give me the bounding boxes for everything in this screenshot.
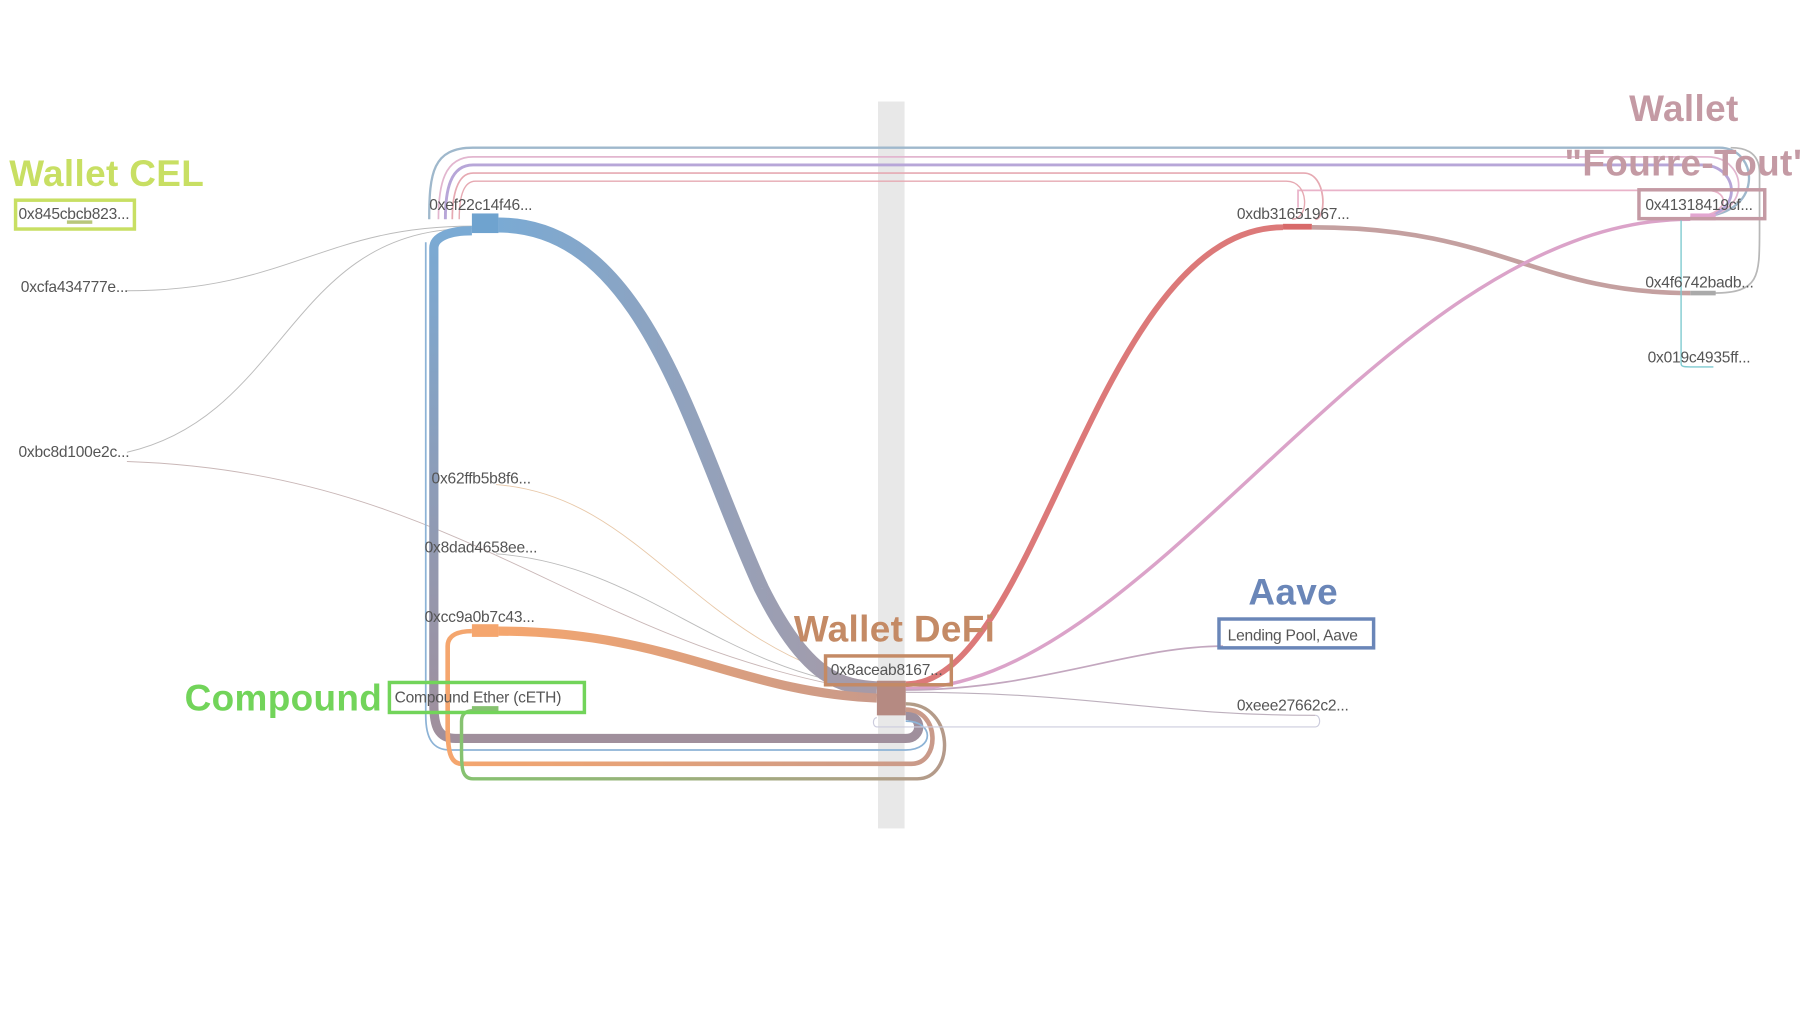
node-label-cc9a[interactable]: 0xcc9a0b7c43... [424, 608, 535, 626]
node-ceth-bar[interactable] [471, 706, 499, 714]
group-title-wallet-fourre-tout-line1: Wallet [1629, 87, 1739, 130]
flow-8dad-to-8ace [496, 553, 877, 690]
node-cc9a-bar[interactable] [471, 624, 499, 637]
flow-cc9a-to-8ace [498, 626, 878, 703]
flow-41318-to-019c [1680, 219, 1714, 368]
flow-cfa-to-ef22 [126, 225, 472, 292]
flow-loop-3 [443, 163, 1733, 220]
node-label-41318[interactable]: 0x41318419cf... [1645, 196, 1753, 214]
node-label-ef22[interactable]: 0xef22c14f46... [429, 196, 533, 214]
node-db31-bar[interactable] [1283, 223, 1312, 230]
flow-bc8-to-ef22 [126, 227, 472, 453]
flow-bc8-to-8ace [126, 461, 877, 693]
node-label-8dad[interactable]: 0x8dad4658ee... [424, 538, 538, 557]
node-label-62ff[interactable]: 0x62ffb5b8f6... [431, 469, 532, 487]
group-title-compound: Compound [184, 677, 383, 719]
flow-eee-to-8ace-loop [872, 714, 1321, 728]
group-title-wallet-cel: Wallet CEL [9, 152, 205, 194]
node-label-4f67[interactable]: 0x4f6742badb... [1645, 273, 1754, 291]
flow-4f67-to-4131 [1713, 146, 1761, 294]
flow-ef22-to-8ace [498, 217, 878, 697]
highlight-box-wallet-fourre-tout [1637, 188, 1767, 221]
flow-8ace-to-db31 [905, 224, 1284, 688]
highlight-box-aave [1217, 617, 1376, 650]
highlight-box-wallet-defi [823, 654, 954, 687]
flow-loop-4 [451, 172, 1324, 221]
node-label-ceth[interactable]: Compound Ether (cETH) [394, 688, 562, 707]
flow-loop-6 [458, 180, 1306, 220]
flow-8ace-to-41318 [905, 217, 1691, 691]
group-title-wallet-defi: Wallet DeFi [793, 608, 996, 650]
node-label-8ace[interactable]: 0x8aceab8167... [830, 661, 943, 679]
node-label-db31[interactable]: 0xdb31651967... [1236, 205, 1350, 223]
flow-8ace-to-ceth-loop [459, 702, 947, 781]
flow-loop-1 [428, 146, 1750, 220]
highlight-box-wallet-cel [13, 198, 137, 231]
flow-8ace-to-cc9a-loop [445, 628, 935, 767]
flow-loop-2 [437, 156, 1740, 220]
node-845-bar[interactable] [66, 220, 93, 224]
node-8ace-bar[interactable] [876, 680, 906, 716]
node-4f67-bar[interactable] [1690, 290, 1716, 296]
highlight-box-compound [387, 680, 587, 715]
node-label-eee[interactable]: 0xeee27662c2... [1236, 696, 1349, 715]
node-ef22-bar[interactable] [471, 213, 499, 234]
node-41318-bar[interactable] [1690, 213, 1716, 221]
flow-db31-to-4f67 [1311, 224, 1691, 296]
flow-8ace-to-ef22-loop [429, 226, 924, 744]
node-label-019c[interactable]: 0x019c4935ff... [1647, 348, 1751, 366]
group-title-wallet-fourre-tout-line2: "Fourre-Tout" [1564, 141, 1800, 184]
node-label-cfa[interactable]: 0xcfa434777e... [20, 278, 129, 296]
node-label-aave-lending-pool[interactable]: Lending Pool, Aave [1227, 626, 1358, 644]
flow-8ace-to-eee [905, 691, 1316, 716]
node-label-845[interactable]: 0x845cbcb823... [18, 205, 130, 223]
node-label-bc8[interactable]: 0xbc8d100e2c... [18, 443, 130, 461]
group-title-aave: Aave [1248, 571, 1339, 613]
flow-8ace-to-aave [905, 645, 1224, 691]
